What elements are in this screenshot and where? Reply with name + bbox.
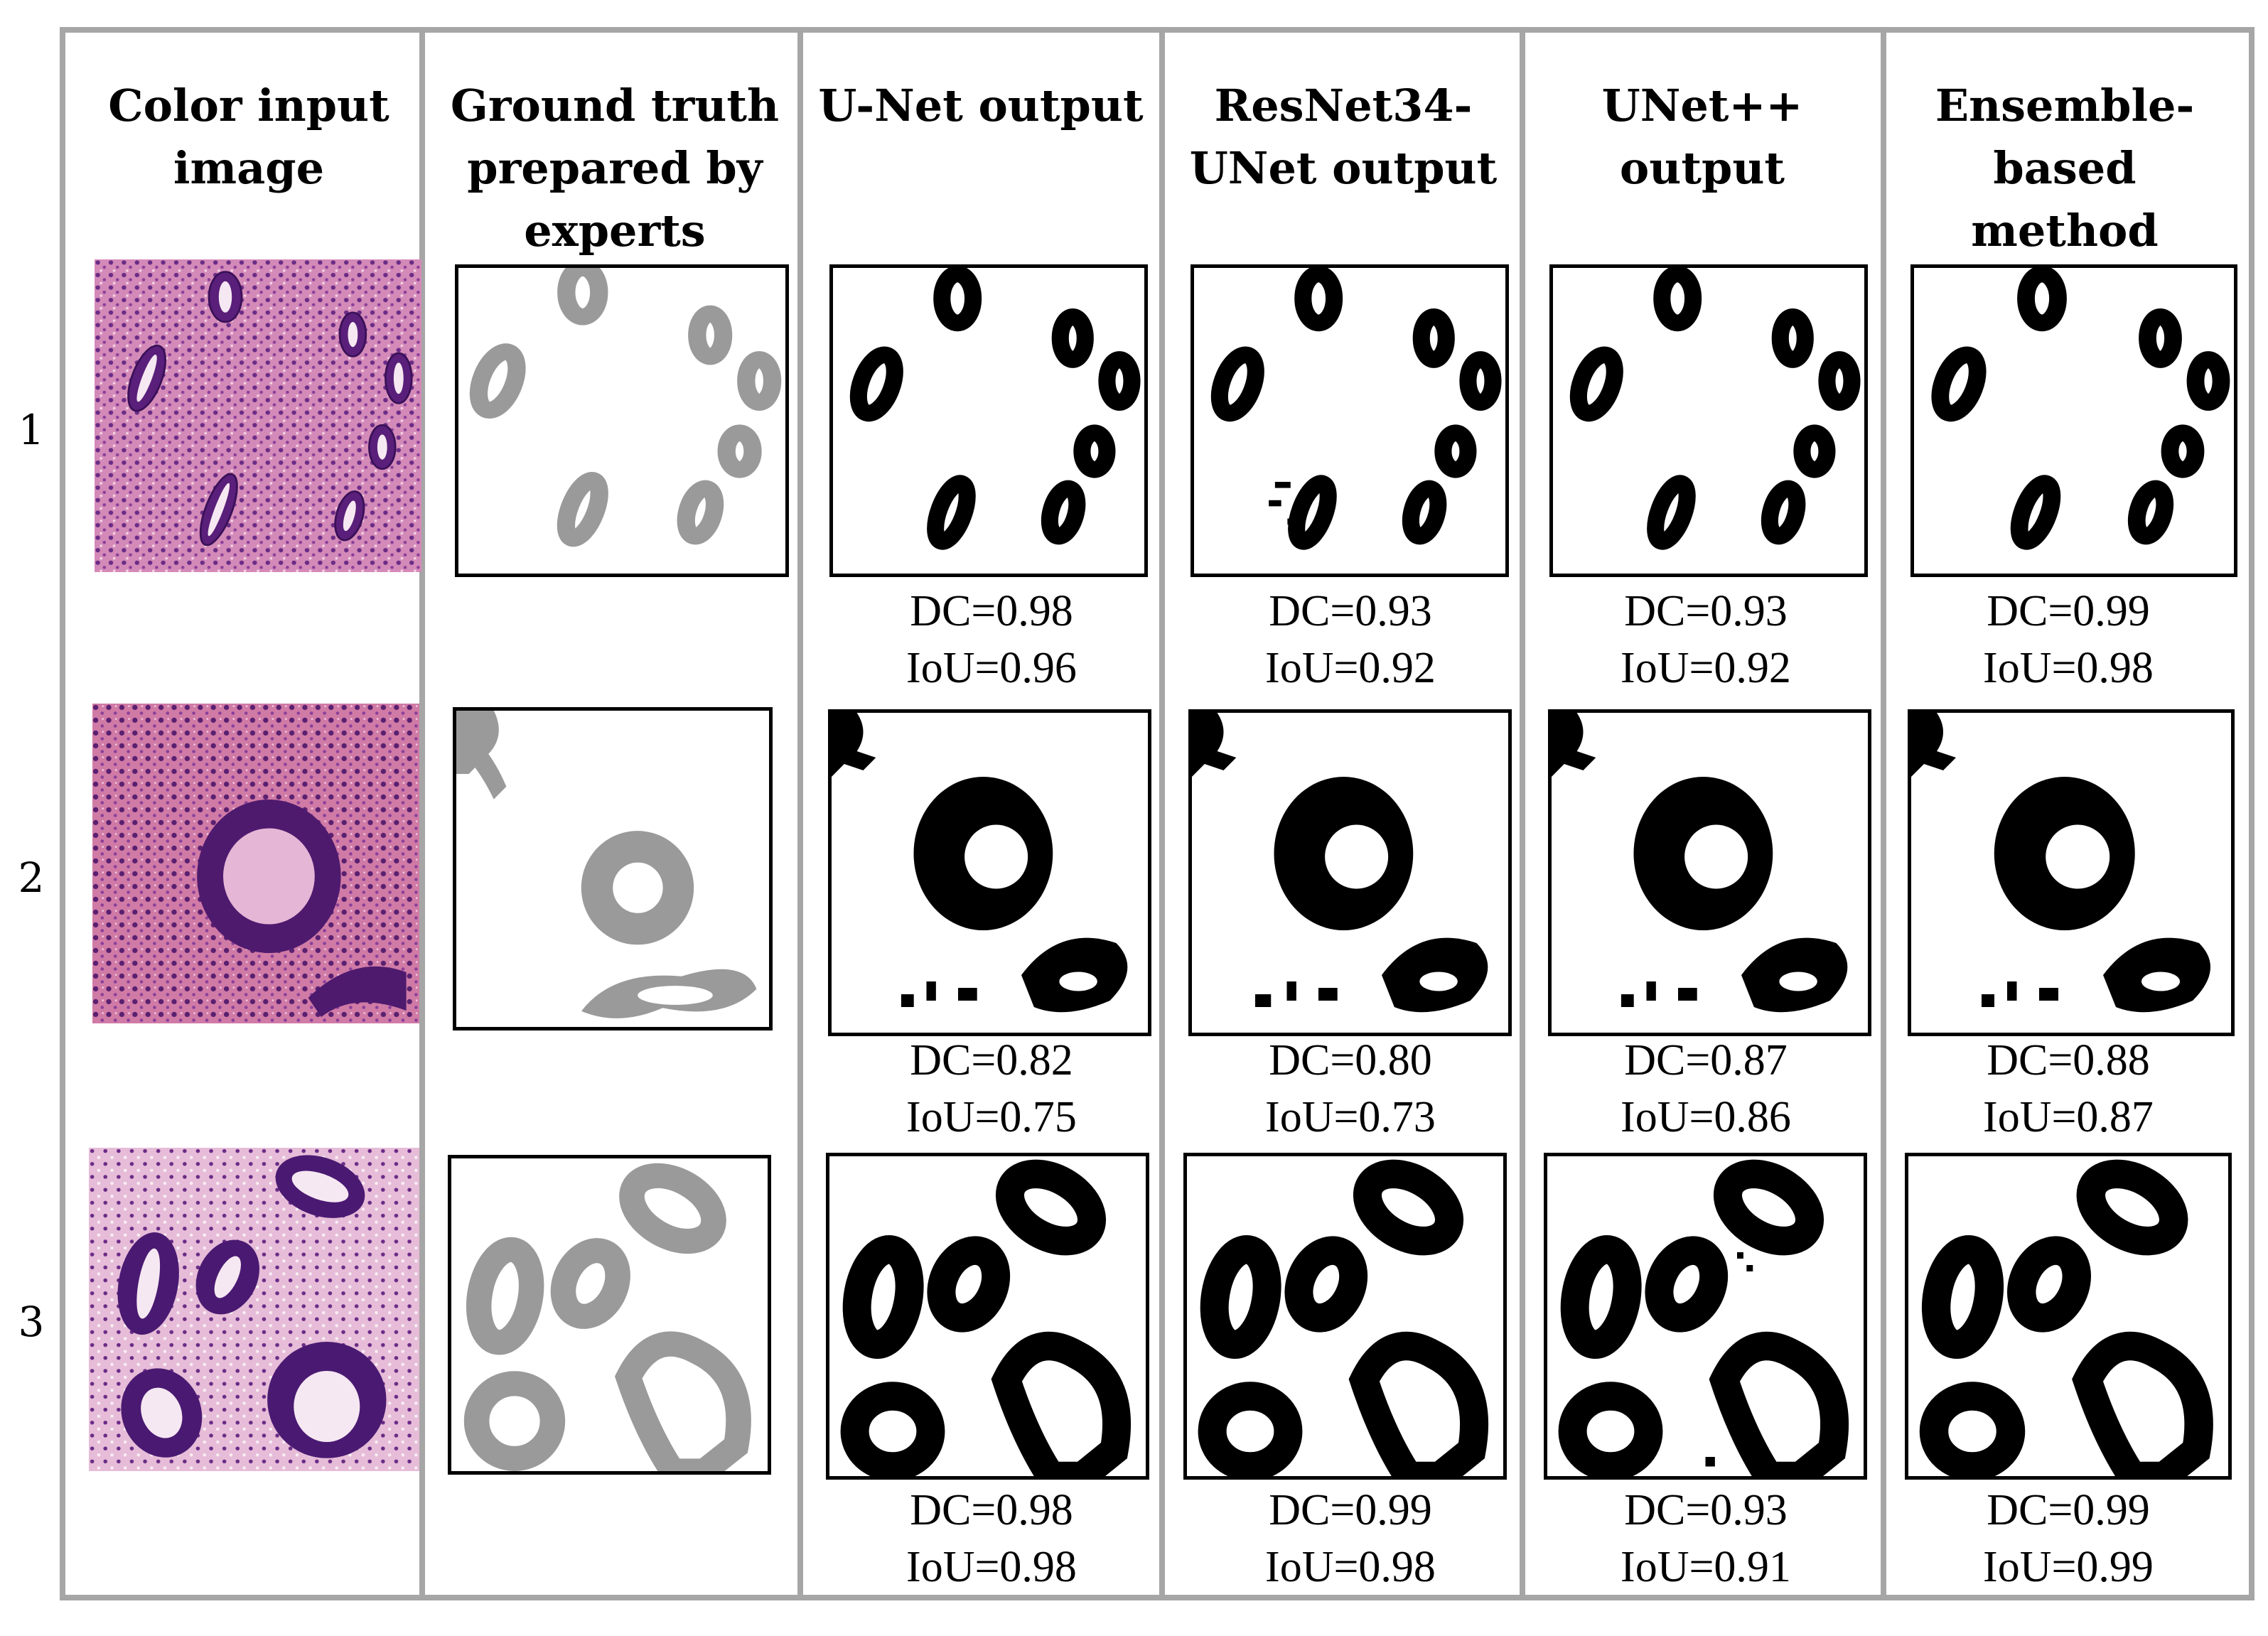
header-color-input: Color input image: [78, 75, 419, 200]
iou-score: IoU=0.92: [1265, 644, 1436, 692]
unetpp-prediction-mask: [1548, 709, 1871, 1036]
dice-coefficient: DC=0.82: [910, 1036, 1073, 1085]
ensemble-prediction-mask: [1905, 1153, 2232, 1480]
row-label: 3: [18, 1298, 45, 1346]
histology-image: [95, 259, 421, 572]
table-frame: [60, 27, 2254, 1600]
iou-score: IoU=0.99: [1983, 1543, 2154, 1591]
histology-image: [89, 1148, 419, 1471]
metric-label: DC=0.99 IoU=0.98: [1898, 583, 2239, 696]
iou-score: IoU=0.92: [1621, 644, 1791, 692]
resnet34-unet-prediction-mask: [1188, 709, 1512, 1036]
column-divider: [419, 27, 425, 1600]
unetpp-prediction-mask: [1544, 1153, 1867, 1480]
header-line: Color input: [108, 80, 389, 131]
header-unetpp: UNet++ output: [1532, 75, 1873, 200]
unet-prediction-mask: [828, 709, 1151, 1036]
unetpp-prediction-mask: [1549, 264, 1868, 577]
unet-prediction-mask: [826, 1153, 1149, 1480]
column-divider: [1881, 27, 1886, 1600]
row-label: 1: [18, 406, 45, 454]
header-line: prepared by: [467, 142, 763, 194]
iou-score: IoU=0.75: [906, 1093, 1077, 1141]
resnet34-unet-prediction-mask: [1191, 264, 1509, 577]
header-line: experts: [524, 205, 706, 257]
ground-truth-mask: [453, 707, 773, 1030]
header-line: ResNet34-: [1214, 80, 1473, 131]
dice-coefficient: DC=0.88: [1987, 1036, 2150, 1085]
ensemble-prediction-mask: [1910, 264, 2237, 577]
metric-label: DC=0.82 IoU=0.75: [821, 1032, 1162, 1146]
ground-truth-mask: [448, 1155, 771, 1475]
resnet34-unet-prediction-mask: [1183, 1153, 1507, 1480]
header-line: image: [173, 142, 325, 194]
iou-score: IoU=0.87: [1983, 1093, 2154, 1141]
metric-label: DC=0.80 IoU=0.73: [1180, 1032, 1521, 1146]
header-line: UNet++: [1601, 80, 1803, 131]
metric-label: DC=0.98 IoU=0.96: [821, 583, 1162, 696]
row-label: 2: [18, 854, 45, 902]
metric-label: DC=0.93 IoU=0.92: [1180, 583, 1521, 696]
metric-label: DC=0.99 IoU=0.99: [1898, 1482, 2239, 1595]
header-resnet34-unet: ResNet34- UNet output: [1173, 75, 1514, 200]
column-divider: [1159, 27, 1165, 1600]
header-unet: U-Net output: [810, 75, 1151, 137]
column-divider: [797, 27, 803, 1600]
dice-coefficient: DC=0.98: [910, 587, 1073, 635]
column-divider: [1520, 27, 1525, 1600]
unet-prediction-mask: [829, 264, 1148, 577]
iou-score: IoU=0.98: [1265, 1543, 1436, 1591]
header-line: output: [1619, 142, 1785, 194]
metric-label: DC=0.98 IoU=0.98: [821, 1482, 1162, 1595]
dice-coefficient: DC=0.99: [1269, 1486, 1432, 1534]
header-line: U-Net output: [818, 80, 1144, 131]
header-line: Ground truth: [450, 80, 780, 131]
iou-score: IoU=0.86: [1621, 1093, 1791, 1141]
metric-label: DC=0.87 IoU=0.86: [1535, 1032, 1876, 1146]
iou-score: IoU=0.98: [906, 1543, 1077, 1591]
dice-coefficient: DC=0.93: [1624, 1486, 1788, 1534]
ensemble-prediction-mask: [1908, 709, 2235, 1036]
dice-coefficient: DC=0.93: [1624, 587, 1788, 635]
header-ground-truth: Ground truth prepared by experts: [444, 75, 785, 262]
dice-coefficient: DC=0.99: [1987, 1486, 2150, 1534]
dice-coefficient: DC=0.98: [910, 1486, 1073, 1534]
iou-score: IoU=0.96: [906, 644, 1077, 692]
histology-image: [92, 704, 419, 1023]
dice-coefficient: DC=0.93: [1269, 587, 1432, 635]
ground-truth-mask: [455, 264, 789, 577]
iou-score: IoU=0.98: [1983, 644, 2154, 692]
dice-coefficient: DC=0.99: [1987, 587, 2150, 635]
dice-coefficient: DC=0.80: [1269, 1036, 1432, 1085]
iou-score: IoU=0.73: [1265, 1093, 1436, 1141]
header-line: UNet output: [1189, 142, 1498, 194]
metric-label: DC=0.88 IoU=0.87: [1898, 1032, 2239, 1146]
header-line: Ensemble-: [1935, 80, 2195, 131]
metric-label: DC=0.93 IoU=0.92: [1535, 583, 1876, 696]
metric-label: DC=0.99 IoU=0.98: [1180, 1482, 1521, 1595]
dice-coefficient: DC=0.87: [1624, 1036, 1788, 1085]
iou-score: IoU=0.91: [1621, 1543, 1791, 1591]
metric-label: DC=0.93 IoU=0.91: [1535, 1482, 1876, 1595]
header-line: based method: [1971, 142, 2159, 257]
